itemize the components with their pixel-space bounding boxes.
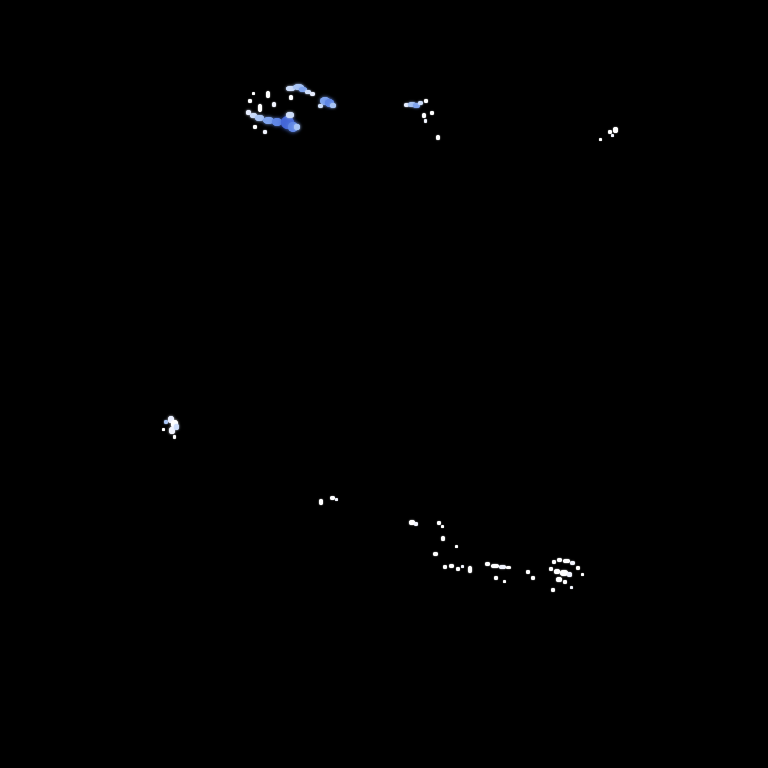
mask-image-root: [0, 0, 768, 768]
sparse-mask-canvas: [0, 0, 768, 768]
